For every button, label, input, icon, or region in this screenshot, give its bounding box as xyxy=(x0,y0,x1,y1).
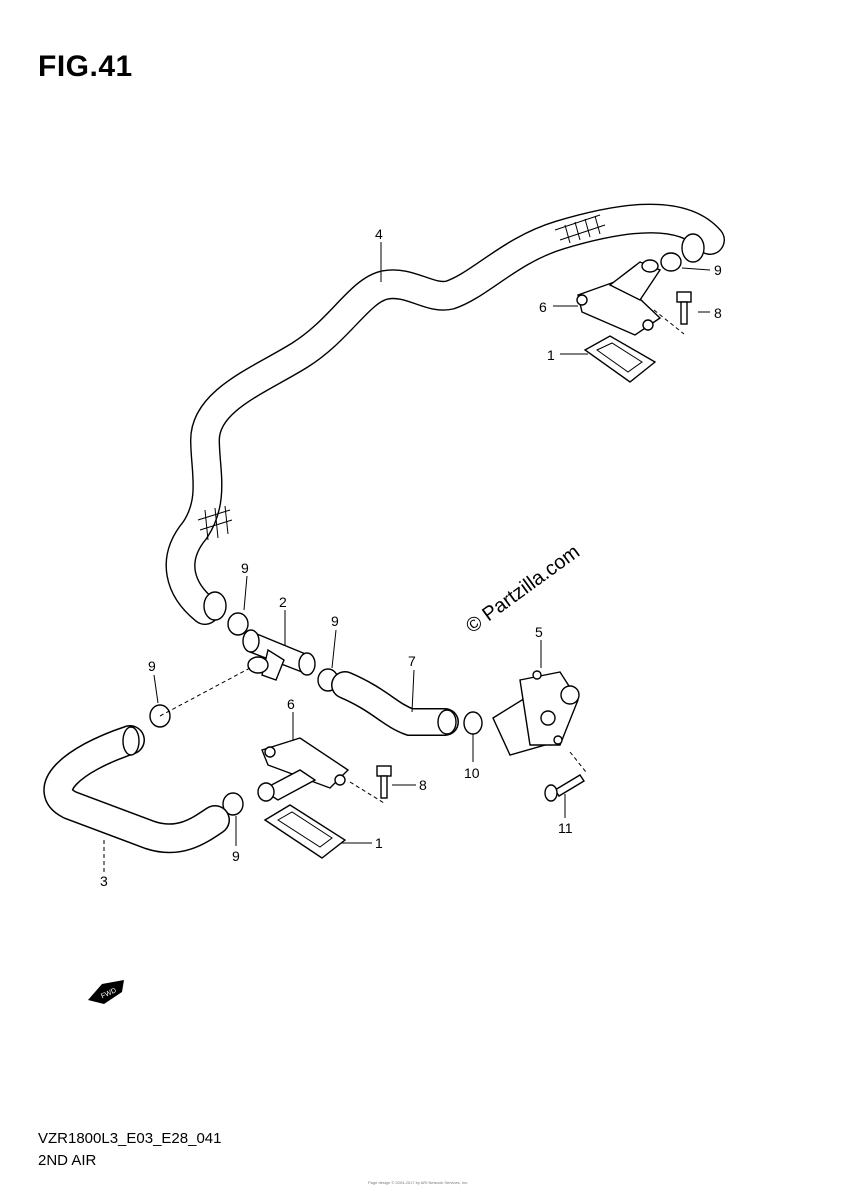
clamp-9-bottom[interactable] xyxy=(222,792,244,816)
hose-3[interactable] xyxy=(43,725,230,854)
callout-9-left: 9 xyxy=(148,658,156,674)
leader-lines xyxy=(103,242,711,872)
gasket-1-top[interactable] xyxy=(583,335,657,383)
callout-8-top: 8 xyxy=(714,305,722,321)
clamp-9-left-upper[interactable] xyxy=(227,612,249,636)
callout-5: 5 xyxy=(535,624,543,640)
hose-7[interactable] xyxy=(331,671,459,736)
callout-9-bottom: 9 xyxy=(232,848,240,864)
callout-6-top: 6 xyxy=(539,299,547,315)
gasket-1-bottom[interactable] xyxy=(263,804,347,859)
callout-10: 10 xyxy=(464,765,480,781)
callout-1-top: 1 xyxy=(547,347,555,363)
hose-4[interactable] xyxy=(165,203,725,625)
callout-4: 4 xyxy=(375,226,383,242)
clamp-9-top-right[interactable] xyxy=(660,252,682,272)
clamp-10[interactable] xyxy=(463,711,483,735)
callout-6-bottom: 6 xyxy=(287,696,295,712)
callout-9-mid: 9 xyxy=(331,613,339,629)
callout-9-top-right: 9 xyxy=(714,262,722,278)
callout-11: 11 xyxy=(558,820,573,836)
diagram-code: VZR1800L3_E03_E28_041 xyxy=(38,1130,222,1147)
screw-11[interactable] xyxy=(544,774,585,802)
callout-1-bottom: 1 xyxy=(375,835,383,851)
callout-9-left-upper: 9 xyxy=(241,560,249,576)
callout-8-bottom: 8 xyxy=(419,777,427,793)
diagram-subtitle: 2ND AIR xyxy=(38,1152,97,1169)
bolt-8-bottom[interactable] xyxy=(376,765,392,799)
copyright-note: Page design © 2004-2017 by ARI Network S… xyxy=(368,1180,469,1185)
bolt-8-top[interactable] xyxy=(676,291,692,325)
fwd-arrow-icon: FWD xyxy=(88,980,124,1004)
callout-7: 7 xyxy=(408,653,416,669)
callout-3: 3 xyxy=(100,873,108,889)
valve-5[interactable] xyxy=(492,670,580,756)
t-joint-2[interactable] xyxy=(242,629,316,681)
reed-valve-cover-6-top[interactable] xyxy=(576,259,662,336)
callout-2: 2 xyxy=(279,594,287,610)
figure-title: FIG.41 xyxy=(38,50,133,83)
reed-valve-cover-6-bottom[interactable] xyxy=(257,737,350,802)
